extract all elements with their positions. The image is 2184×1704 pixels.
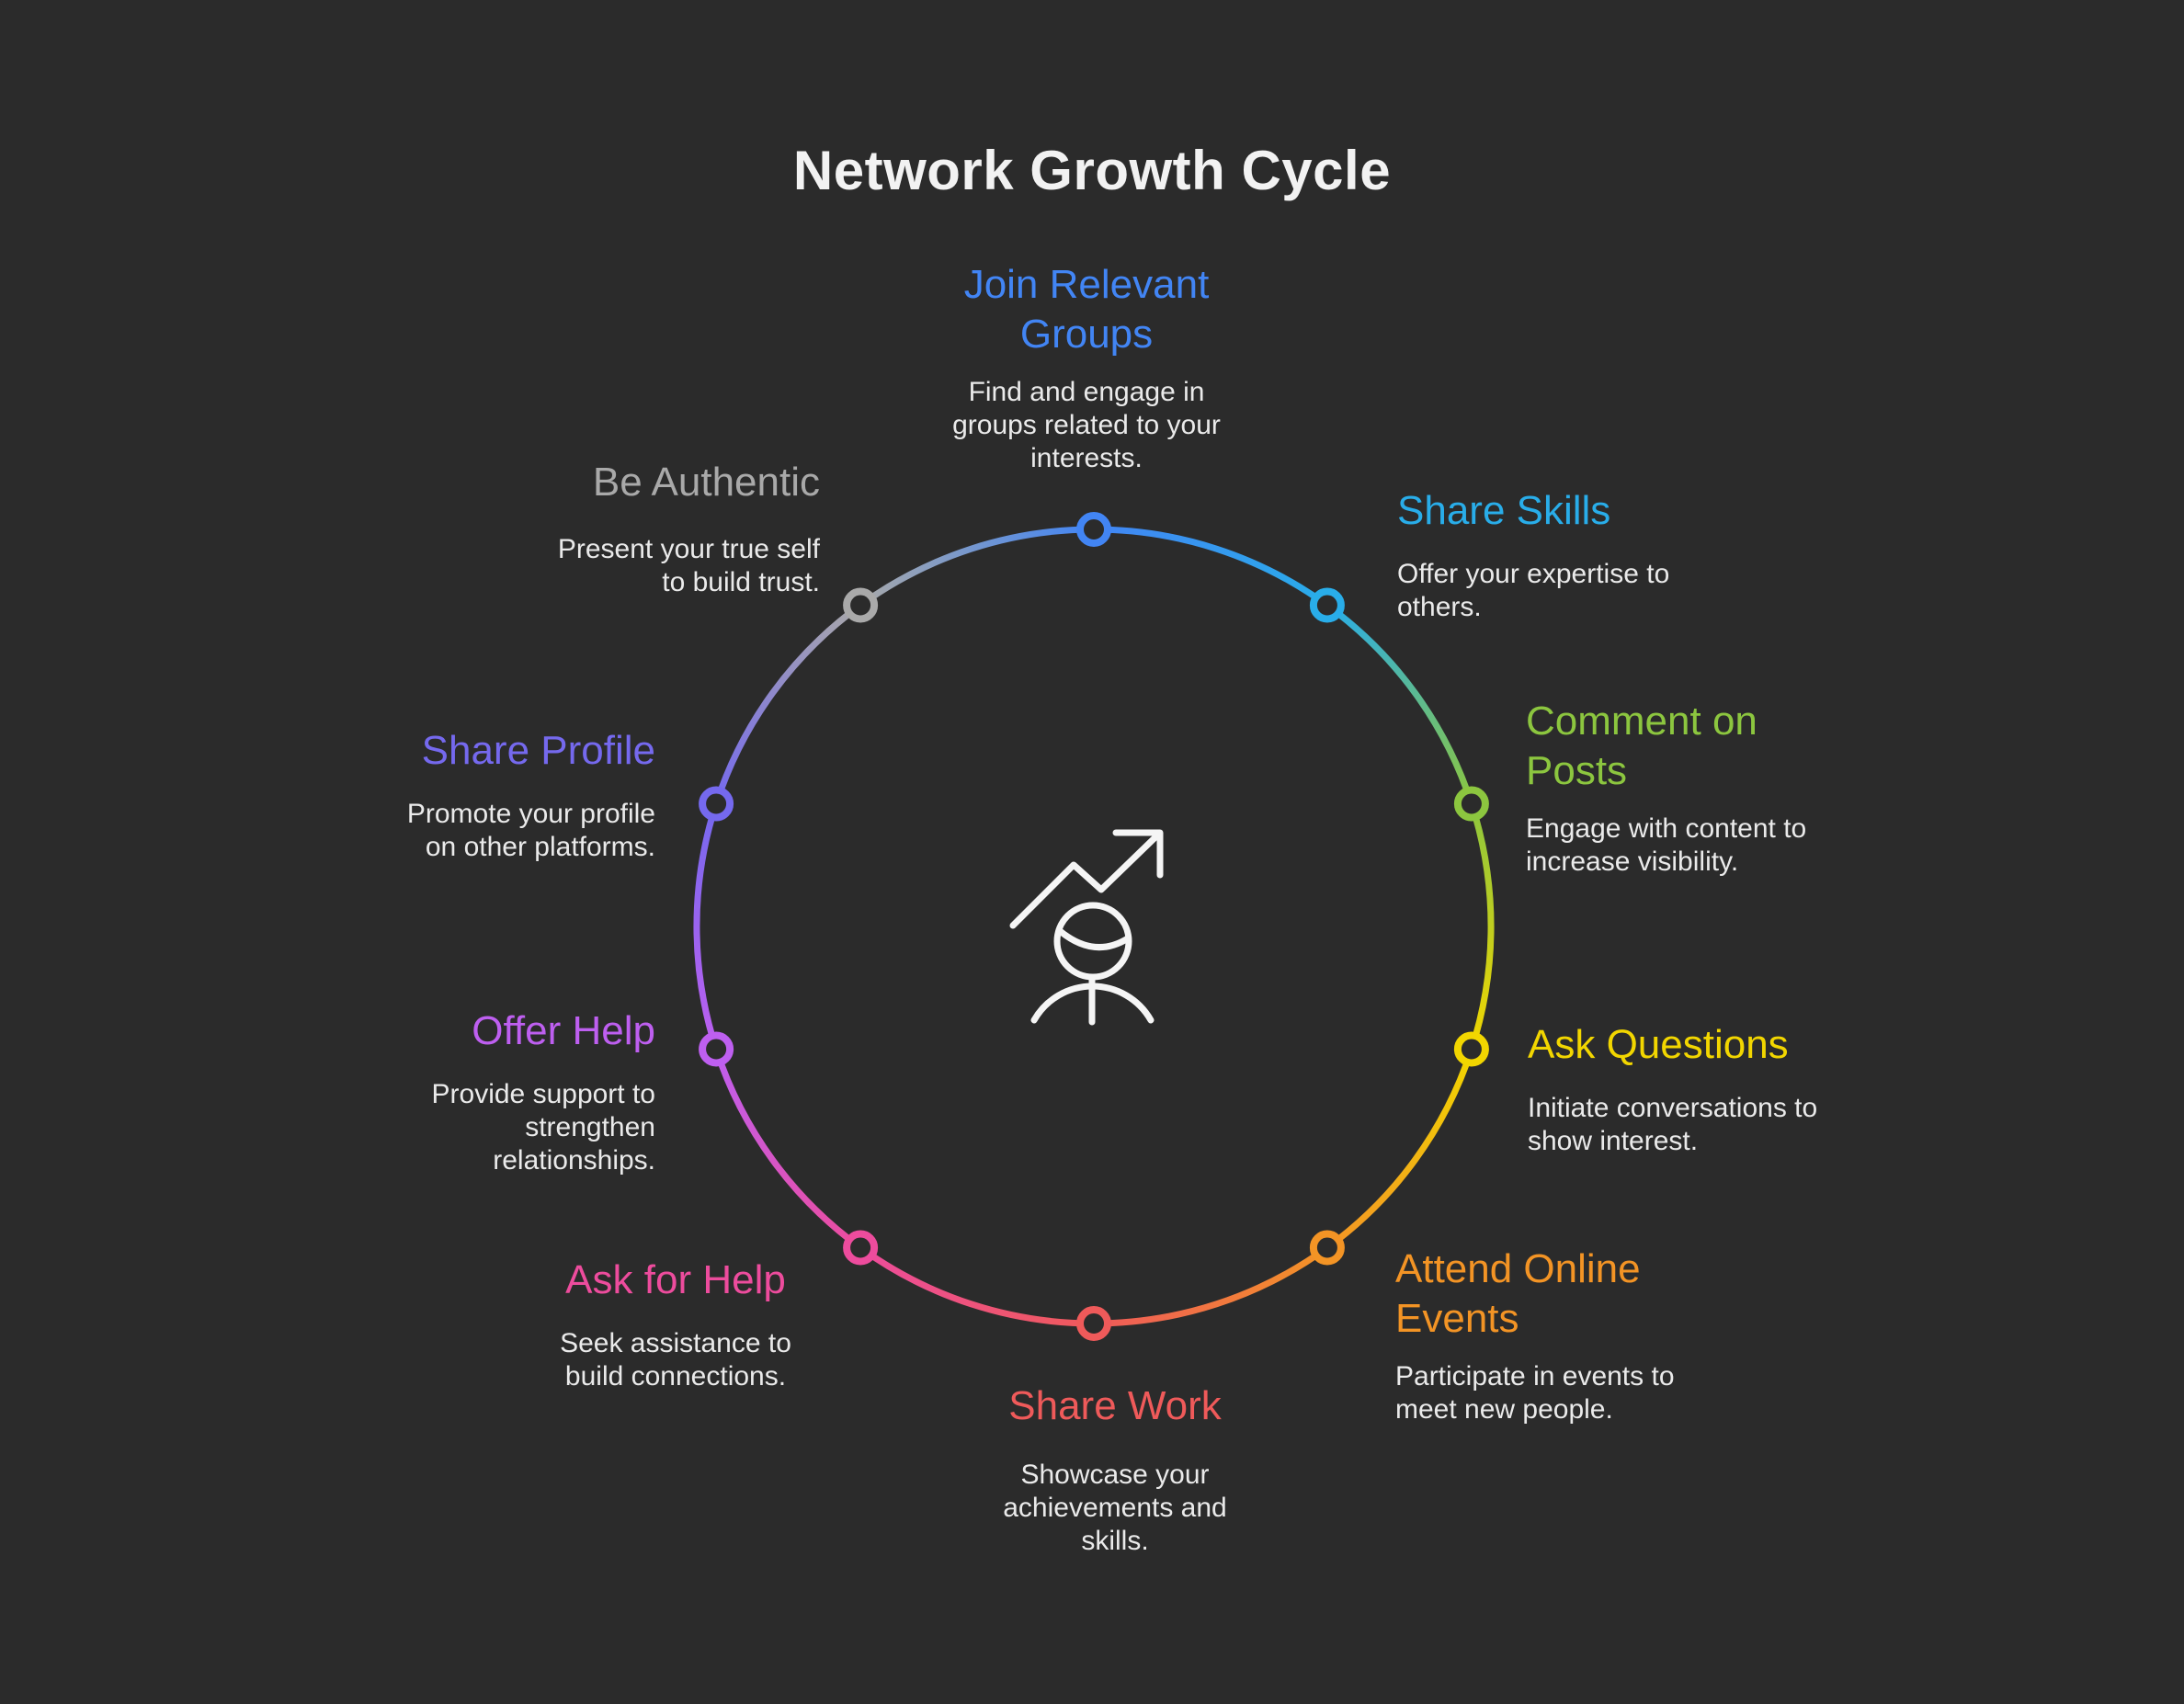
cycle-item-ask-questions: Ask Questions Initiate conversations to …	[1528, 1020, 1824, 1158]
cycle-item-title: Share Skills	[1397, 488, 1611, 533]
cycle-node-share-profile	[699, 786, 734, 822]
cycle-item-description: Provide support to strengthen relationsh…	[431, 1079, 655, 1176]
cycle-item-title: Ask for Help	[565, 1257, 786, 1302]
cycle-arc-skills-to-comment	[1325, 602, 1475, 805]
cycle-item-title: Share Profile	[421, 728, 655, 773]
cycle-node-share-work	[1076, 1306, 1111, 1341]
cycle-arc-work-to-askhelp	[859, 1244, 1095, 1327]
cycle-item-attend-online-events: Attend Online Events Participate in even…	[1395, 1244, 1717, 1426]
cycle-arc-questions-to-events	[1325, 1048, 1475, 1251]
cycle-item-title: Share Work	[1008, 1383, 1222, 1428]
page-title: Network Growth Cycle	[792, 140, 1392, 201]
cycle-item-share-work: Share Work Showcase your achievements an…	[922, 1381, 1308, 1558]
cycle-node-ask-questions	[1453, 1031, 1489, 1067]
cycle-item-description: Promote your profile on other platforms.	[406, 799, 655, 862]
cycle-item-description: Find and engage in groups related to you…	[952, 377, 1221, 473]
cycle-item-title: Be Authentic	[592, 460, 820, 505]
cycle-item-be-authentic: Be Authentic Present your true self to b…	[489, 458, 820, 599]
cycle-item-share-skills: Share Skills Offer your expertise to oth…	[1397, 486, 1701, 624]
cycle-arc-events-to-work	[1093, 1244, 1329, 1327]
cycle-arc-askhelp-to-offerhelp	[712, 1048, 863, 1251]
cycle-item-title: Offer Help	[472, 1008, 655, 1053]
cycle-arcs	[693, 526, 1495, 1327]
cycle-node-ask-for-help	[843, 1230, 879, 1266]
cycle-item-title: Attend Online Events	[1395, 1246, 1641, 1341]
cycle-item-title: Ask Questions	[1528, 1022, 1789, 1067]
cycle-item-join-relevant-groups: Join Relevant Groups Find and engage in …	[938, 260, 1234, 475]
cycle-item-description: Present your true self to build trust.	[557, 534, 820, 597]
cycle-arc-offerhelp-to-profile	[693, 802, 720, 1051]
person-growth-icon	[1009, 829, 1164, 1026]
cycle-item-description: Showcase your achievements and skills.	[1003, 1460, 1227, 1556]
cycle-arc-join-to-skills	[1093, 526, 1329, 608]
cycle-node-share-skills	[1309, 587, 1345, 623]
cycle-item-ask-for-help: Ask for Help Seek assistance to build co…	[538, 1255, 813, 1393]
cycle-node-join-relevant-groups	[1076, 512, 1111, 547]
cycle-arc-profile-to-authentic	[712, 602, 863, 805]
cycle-item-description: Engage with content to increase visibili…	[1526, 813, 1807, 877]
cycle-arc-comment-to-questions	[1468, 802, 1495, 1051]
cycle-nodes	[699, 512, 1489, 1341]
cycle-item-description: Offer your expertise to others.	[1397, 559, 1670, 622]
cycle-node-attend-online-events	[1309, 1230, 1345, 1266]
cycle-item-share-profile: Share Profile Promote your profile on ot…	[343, 726, 655, 864]
cycle-item-comment-on-posts: Comment on Posts Engage with content to …	[1526, 697, 1829, 879]
cycle-item-description: Seek assistance to build connections.	[560, 1328, 791, 1392]
cycle-node-comment-on-posts	[1453, 786, 1489, 822]
cycle-item-offer-help: Offer Help Provide support to strengthen…	[343, 1006, 655, 1177]
cycle-item-title: Comment on Posts	[1526, 699, 1757, 793]
cycle-item-title: Join Relevant Groups	[963, 262, 1210, 357]
cycle-item-description: Participate in events to meet new people…	[1395, 1361, 1675, 1425]
cycle-item-description: Initiate conversations to show interest.	[1528, 1093, 1818, 1156]
cycle-arc-authentic-to-join	[859, 526, 1095, 608]
cycle-node-offer-help	[699, 1031, 734, 1067]
cycle-node-be-authentic	[843, 587, 879, 623]
